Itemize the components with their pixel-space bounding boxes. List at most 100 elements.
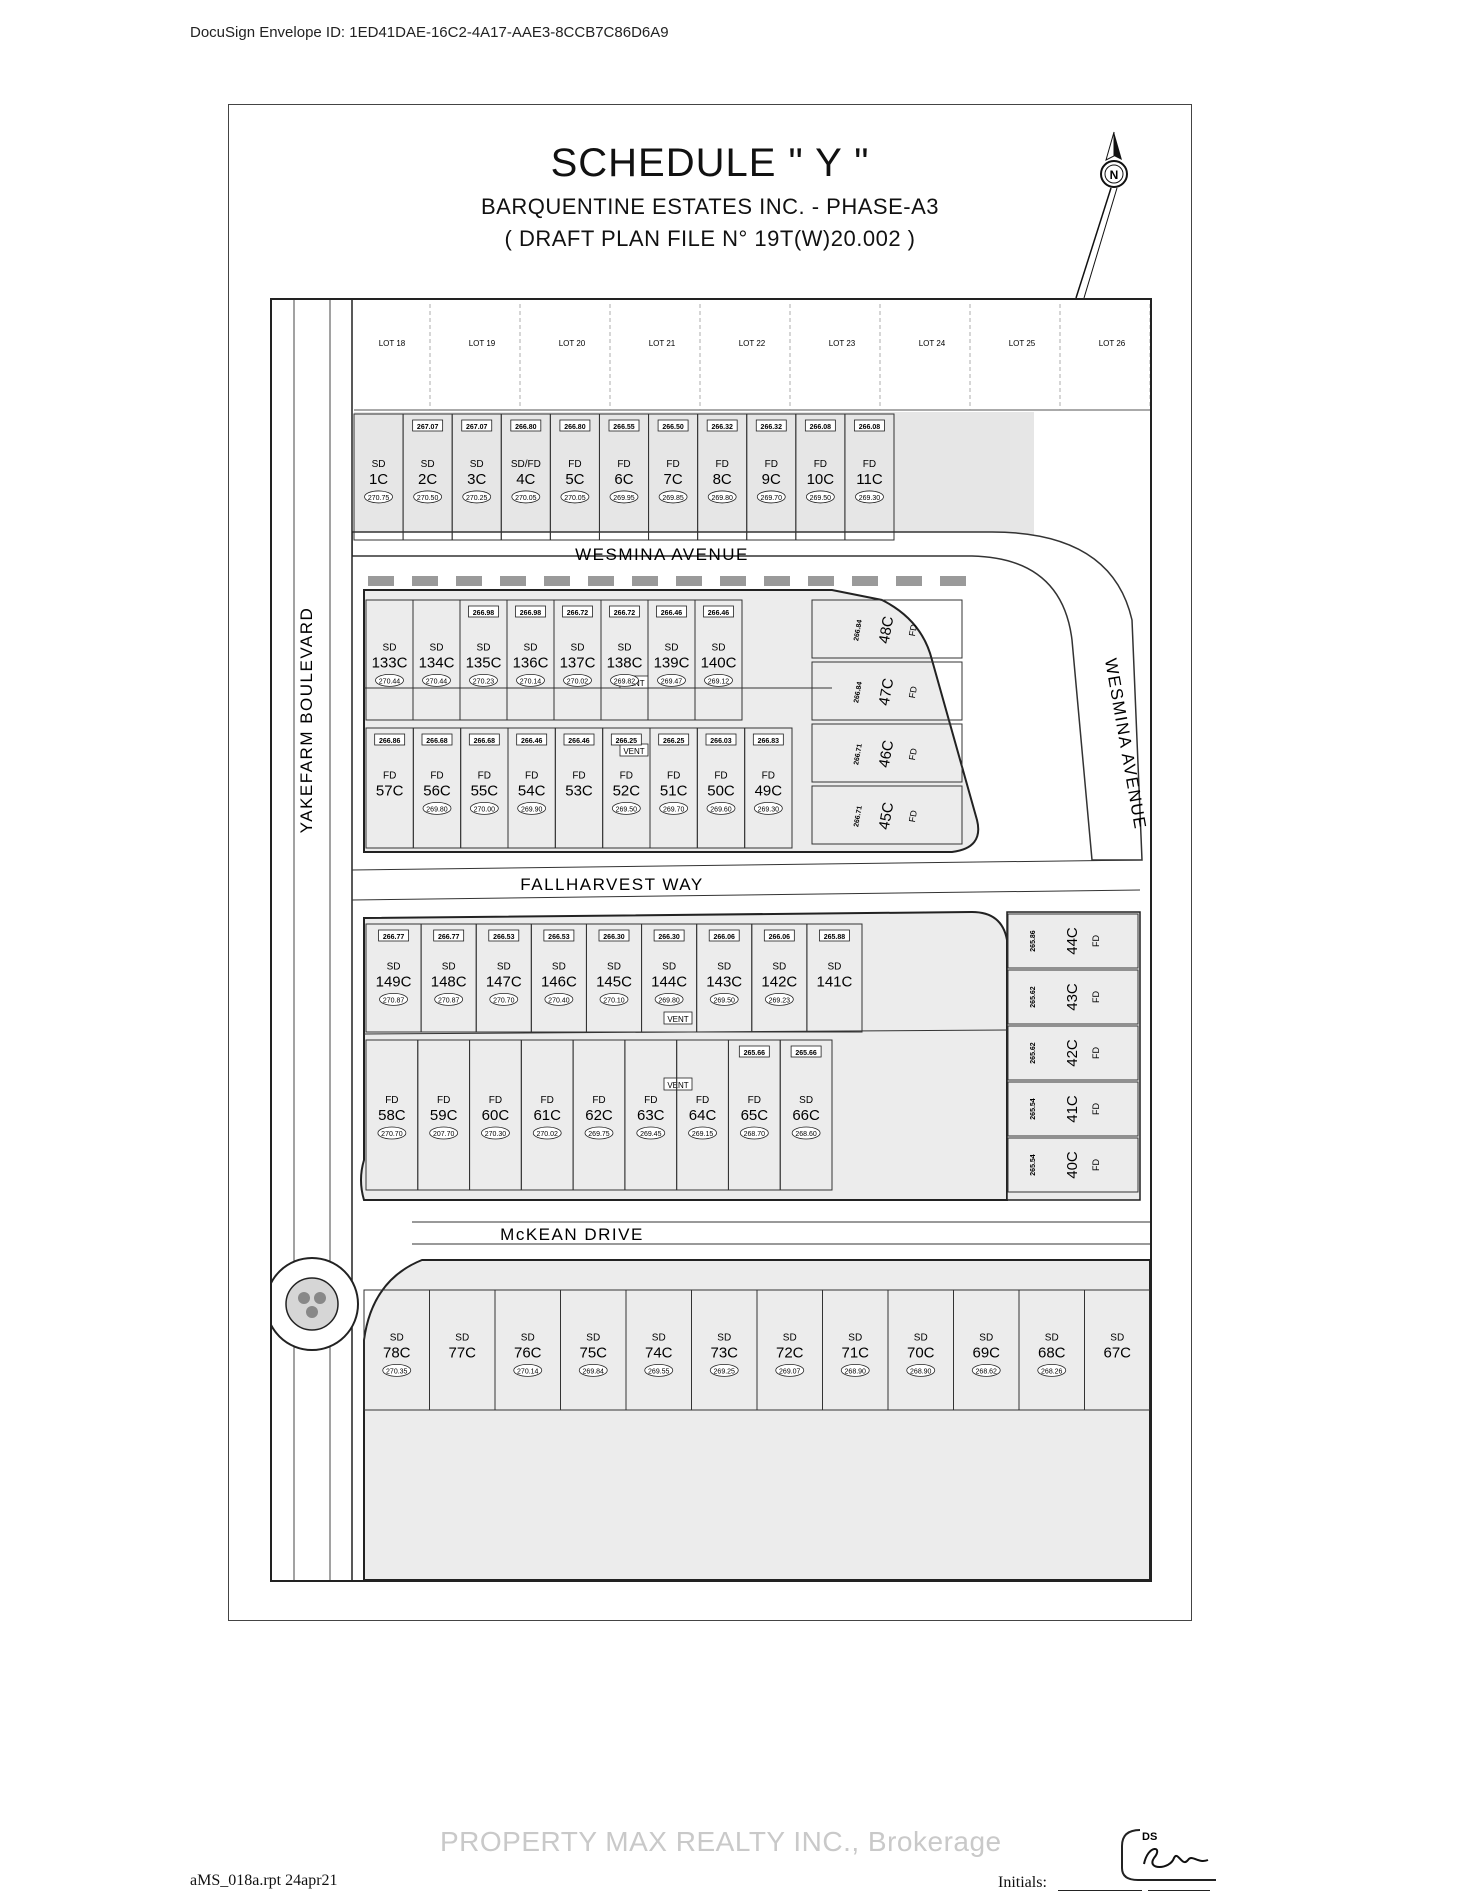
finished-grade-value: 266.68: [474, 738, 496, 745]
elevation-ellipse: [971, 1364, 1001, 1377]
lot-number: 62C: [585, 1107, 613, 1124]
finished-grade-value: 265.66: [795, 1050, 817, 1057]
lot-number: 71C: [841, 1344, 869, 1361]
lots-layer: SD1C270.75267.07SD2C270.50267.07SD3C270.…: [353, 413, 1151, 1411]
elevation-ellipse: [658, 490, 688, 504]
elevation-value: 269.80: [711, 495, 733, 502]
draft-plan-file-number: ( DRAFT PLAN FILE N° 19T(W)20.002 ): [504, 226, 916, 251]
finished-grade-value: 266.30: [658, 934, 680, 941]
lot-boundary: [811, 785, 963, 845]
elevation-ellipse: [422, 673, 451, 687]
elevation-ellipse: [375, 673, 404, 687]
elevation-value: 269.80: [426, 806, 448, 813]
lot-number: 60C: [482, 1107, 510, 1124]
lot-boundary: [811, 661, 963, 721]
elevation-ellipse: [364, 490, 393, 504]
finished-grade-value: 266.80: [564, 424, 586, 431]
lot-number: 53C: [565, 782, 593, 799]
dwelling-type: SD: [455, 1332, 469, 1343]
initials-line-1[interactable]: [1058, 1890, 1142, 1891]
elevation-value: 269.45: [640, 1131, 662, 1138]
elevation-ellipse: [382, 1364, 412, 1377]
elevation-value: 269.47: [661, 678, 683, 685]
lot-number: 49C: [755, 782, 783, 799]
elevation-ellipse: [654, 992, 684, 1006]
elevation-ellipse: [560, 490, 590, 504]
dwelling-type: SD: [442, 961, 456, 972]
wesmina-road: [351, 531, 1143, 861]
lot-number: 3C: [467, 471, 486, 488]
initials-line-2[interactable]: [1148, 1890, 1210, 1891]
finished-grade-value: 266.84: [853, 619, 864, 641]
elevation-value: 268.62: [976, 1368, 998, 1375]
dwelling-type: SD: [662, 961, 676, 972]
elevation-ellipse: [532, 1126, 562, 1140]
elevation-ellipse: [429, 1126, 459, 1140]
finished-grade-box: [510, 419, 542, 432]
dwelling-type: SD: [521, 1332, 535, 1343]
dwelling-type: FD: [478, 770, 491, 781]
finished-grade-value: 266.32: [761, 424, 783, 431]
elevation-ellipse: [906, 1364, 936, 1377]
lot-number: 64C: [689, 1107, 717, 1124]
dwelling-type: FD: [1091, 1047, 1101, 1059]
dwelling-type: FD: [765, 459, 778, 470]
driveway-marker: [368, 576, 394, 586]
lot-number: 57C: [376, 782, 404, 799]
elevation-ellipse: [513, 1364, 543, 1377]
elevation-ellipse: [753, 801, 783, 815]
dwelling-type: FD: [1091, 1103, 1101, 1115]
